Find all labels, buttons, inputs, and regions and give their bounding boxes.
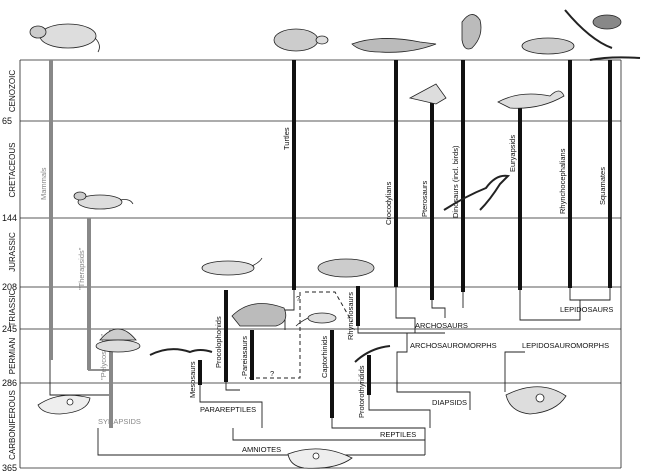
protorothyridid-icon bbox=[354, 345, 391, 363]
age-label-245: 245 bbox=[2, 324, 17, 334]
label-therapsids: "Therapsids" bbox=[77, 247, 86, 290]
bar-pterosaurs bbox=[430, 100, 434, 300]
turtle-icon bbox=[273, 28, 329, 52]
period-permian: PΕRMIAN bbox=[8, 338, 17, 375]
reptiles-branch bbox=[232, 428, 426, 455]
dinosaur-icon bbox=[443, 174, 511, 211]
period-triassic: TRIASSIC bbox=[8, 289, 17, 326]
question-mark-2: ? bbox=[270, 369, 274, 378]
bar-dinosaurs bbox=[461, 60, 465, 292]
bar-rhynchocephalians bbox=[568, 60, 572, 288]
eureptile-branch bbox=[331, 418, 426, 440]
clade-archosaurs: ARCHOSAURS bbox=[415, 321, 468, 330]
bar-protorothyridids bbox=[367, 355, 371, 395]
procolophonid-icon bbox=[201, 257, 263, 276]
bar-mammals bbox=[49, 60, 53, 360]
clade-reptiles: REPTILES bbox=[380, 430, 416, 439]
bar-euryapsids bbox=[518, 108, 522, 290]
turtle-pareiasaur-link bbox=[284, 287, 295, 330]
therapsid-icon bbox=[73, 191, 134, 210]
diapsid-skull-icon bbox=[505, 386, 567, 415]
label-squamates: Squamates bbox=[598, 167, 607, 205]
procolophonid-join bbox=[225, 382, 240, 391]
label-rhynchocephalians: Rhynchocephalians bbox=[558, 148, 567, 214]
rhynchosaur-icon bbox=[317, 258, 375, 278]
squamate-icon bbox=[564, 9, 641, 61]
archosauromorph-branch bbox=[396, 333, 408, 392]
dinosaur-bird-icon bbox=[461, 14, 482, 50]
pterosaur-icon bbox=[408, 83, 447, 105]
label-turtles: Turtles bbox=[282, 127, 291, 150]
diapsid-branch bbox=[368, 395, 431, 428]
label-dinosaurs: Dinosaurs (incl. birds) bbox=[451, 145, 460, 218]
label-crocodylians: Crocodylians bbox=[384, 181, 393, 225]
ornithodiran-join bbox=[431, 300, 446, 318]
taxon-labels: Mammals "Therapsids" "Pelycosaurs" Mesos… bbox=[39, 127, 607, 418]
label-mesosaurs: Mesosaurs bbox=[188, 361, 197, 398]
amniote-skull-icon bbox=[287, 448, 353, 469]
age-labels: 65 144 208 245 286 365 bbox=[2, 116, 17, 472]
label-procolophonids: Procolophonids bbox=[214, 316, 223, 368]
age-label-365: 365 bbox=[2, 463, 17, 472]
label-euryapsids: Euryapsids bbox=[508, 135, 517, 172]
range-bars bbox=[49, 60, 612, 428]
period-jurassic: JURASSIC bbox=[8, 232, 17, 272]
crocodylian-icon bbox=[351, 38, 437, 53]
animal-illustrations bbox=[29, 9, 641, 469]
lepidosauromorph-branch bbox=[504, 351, 525, 392]
label-pterosaurs: Pterosaurs bbox=[420, 180, 429, 217]
clade-labels: SYNAPSIDS PARAREPTILES AMNIOTES REPTILES… bbox=[98, 305, 613, 454]
pelycosaur-icon bbox=[95, 328, 141, 353]
period-labels: CENOZOIC CRETACEOUS JURASSIC TRIASSIC PΕ… bbox=[8, 70, 17, 460]
period-carboniferous: CARBONIFEROUS bbox=[8, 390, 17, 460]
clade-diapsids: DIAPSIDS bbox=[432, 398, 467, 407]
synapsid-skull-icon bbox=[37, 394, 91, 415]
bar-mesosaurs bbox=[198, 360, 202, 385]
period-cenozoic: CENOZOIC bbox=[8, 70, 17, 112]
label-mammals: Mammals bbox=[39, 167, 48, 200]
rhynchocephalian-icon bbox=[521, 37, 575, 55]
age-label-208: 208 bbox=[2, 282, 17, 292]
question-mark-1: ? bbox=[296, 294, 300, 303]
bar-crocodylians bbox=[394, 60, 398, 287]
clade-synapsids: SYNAPSIDS bbox=[98, 417, 141, 426]
bar-procolophonids bbox=[224, 290, 228, 382]
age-label-65: 65 bbox=[2, 116, 12, 126]
dashed-link-turtles-rhynchosaurs bbox=[305, 291, 353, 323]
age-label-286: 286 bbox=[2, 378, 17, 388]
bar-pelycosaurs bbox=[109, 330, 113, 428]
bar-turtles bbox=[292, 60, 296, 290]
mammal-icon bbox=[29, 23, 100, 53]
label-pareiasaurs: Pareiasaurs bbox=[240, 336, 249, 376]
age-label-144: 144 bbox=[2, 213, 17, 223]
bar-squamates bbox=[608, 60, 612, 288]
clade-lepidosaurs: LEPIDOSAURS bbox=[560, 305, 613, 314]
uncertain-links bbox=[245, 291, 353, 379]
clade-amniotes: AMNIOTES bbox=[242, 445, 281, 454]
parareptiles-branch bbox=[199, 385, 263, 428]
label-captorhinids: Captorhinids bbox=[320, 336, 329, 378]
squamate-join bbox=[569, 288, 611, 301]
clade-lepidosauromorphs: LEPIDOSAUROMORPHS bbox=[522, 341, 609, 350]
bar-pareiasaurs bbox=[250, 330, 254, 380]
bar-rhynchosaurs bbox=[356, 286, 360, 326]
label-pelycosaurs: "Pelycosaurs" bbox=[99, 333, 108, 380]
label-protorothyridids: Protorothyridids bbox=[357, 365, 366, 418]
captorhinid-icon bbox=[295, 312, 337, 327]
rhynchosaur-join bbox=[357, 325, 445, 334]
crocodylian-join bbox=[395, 287, 416, 333]
label-rhynchosaurs: Rhynchosaurs bbox=[346, 292, 355, 340]
bar-therapsids bbox=[87, 218, 91, 370]
period-cretaceous: CRETACEOUS bbox=[8, 143, 17, 198]
clade-archosauromorphs: ARCHOSAUROMORPHS bbox=[410, 341, 497, 350]
clade-parareptiles: PARAREPTILES bbox=[200, 405, 256, 414]
euryapsid-icon bbox=[497, 90, 565, 109]
pareiasaur-icon bbox=[231, 303, 287, 327]
bar-captorhinids bbox=[330, 330, 334, 418]
mesosaur-icon bbox=[149, 348, 213, 356]
dashed-link-pareiasaurs bbox=[245, 292, 301, 379]
